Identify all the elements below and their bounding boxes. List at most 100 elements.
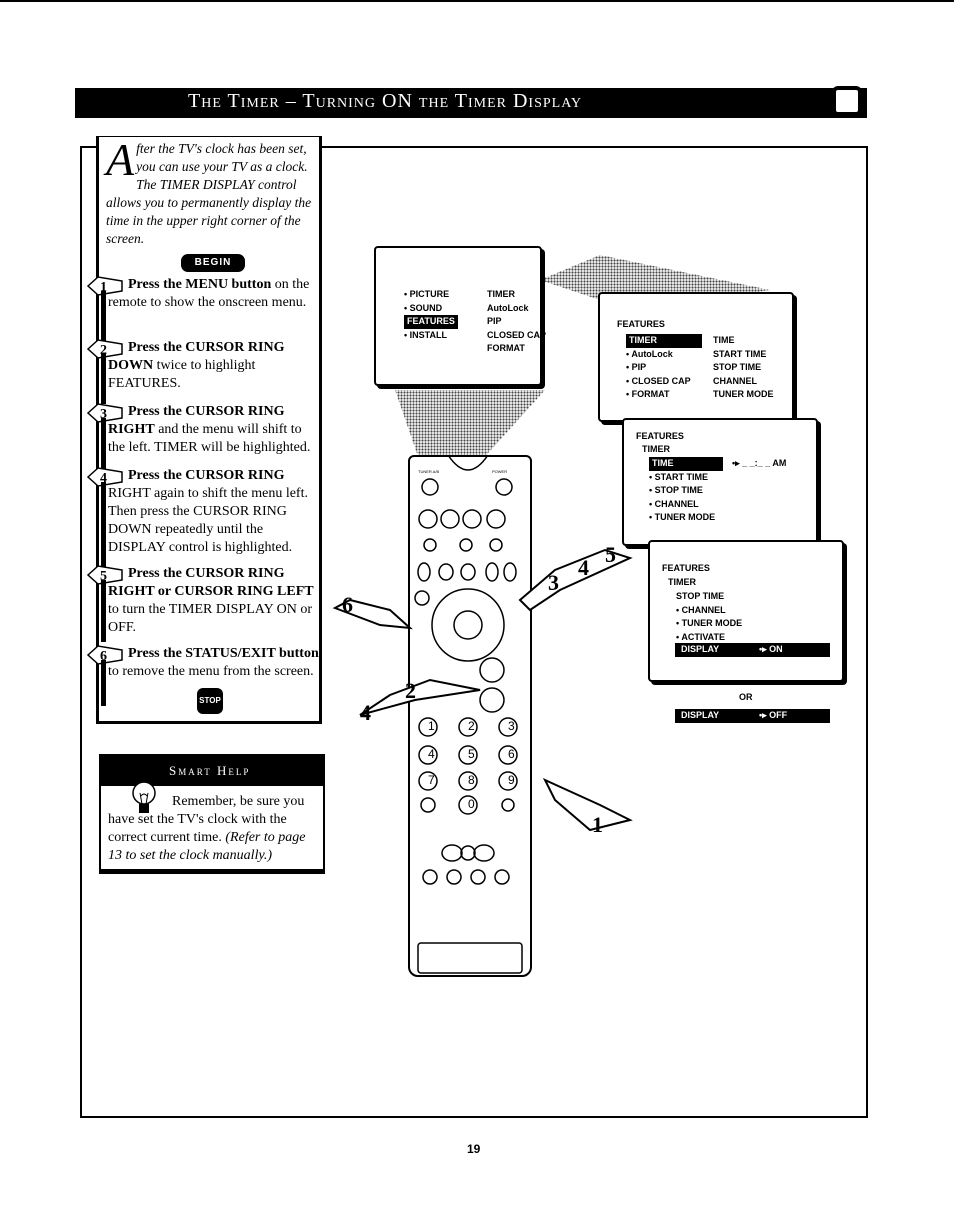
menu2-item-autolock: • AutoLock [626, 348, 673, 359]
menu4-item-activate: • ACTIVATE [676, 631, 725, 642]
onscreen-menu-main [374, 246, 542, 386]
key-7[interactable]: 7 [428, 773, 435, 787]
key-5[interactable]: 5 [468, 747, 475, 761]
menu3-item-stop-time: • STOP TIME [649, 485, 703, 495]
step-3-number-icon: 3 [86, 402, 124, 424]
menu2-item-format: • FORMAT [626, 389, 670, 399]
key-9[interactable]: 9 [508, 773, 515, 787]
smart-help-body: Remember, be sure you have set the TV's … [108, 794, 305, 845]
key-1[interactable]: 1 [428, 719, 435, 733]
step-1-rest: on the remote to show the onscreen menu. [108, 277, 310, 310]
onscreen-menu-timer [622, 418, 818, 546]
tv-icon [832, 86, 862, 116]
menu4-item-channel: • CHANNEL [676, 604, 726, 615]
step-1-text: Press the MENU button on the remote to s… [108, 276, 320, 312]
menu-item-sound: • SOUND [404, 302, 443, 313]
step-3-rest: and the menu will shift to the left. TIM… [108, 422, 311, 455]
svg-text:5: 5 [100, 569, 107, 584]
content-frame [80, 146, 868, 1118]
menu2-item-closed-cap: • CLOSED CAP [626, 375, 691, 386]
menu4-items: STOP TIME • CHANNEL • TUNER MODE • ACTIV… [676, 590, 742, 644]
submenu-item-timer: TIMER [487, 289, 515, 299]
step-6-number-icon: 6 [86, 644, 124, 666]
step-5-rest: to turn the TIMER DISPLAY ON or OFF. [108, 602, 313, 635]
menu2-sub-tuner-mode: TUNER MODE [713, 389, 774, 399]
step-6-lead: Press the STATUS/EXIT button [128, 646, 319, 661]
svg-text:2: 2 [405, 678, 416, 703]
step-3-bar [101, 418, 106, 470]
key-6[interactable]: 6 [508, 747, 515, 761]
step-5-lead: Press the CURSOR RING RIGHT or CURSOR RI… [108, 566, 314, 599]
submenu-item-format: FORMAT [487, 343, 525, 353]
svg-text:4: 4 [360, 700, 371, 725]
svg-text:1: 1 [100, 280, 107, 295]
submenu-item-autolock: AutoLock [487, 302, 529, 313]
remote-buttons [414, 455, 523, 974]
menu2-header: FEATURES [617, 319, 665, 329]
step-1-lead: Press the MENU button [128, 277, 272, 292]
intro-dropcap: A [106, 134, 135, 185]
menu2-sub-time: TIME [713, 335, 735, 345]
step-5-number-icon: 5 [86, 564, 124, 586]
menu4-item-stop-time: STOP TIME [676, 591, 725, 601]
menu2-sub-channel: CHANNEL [713, 375, 757, 386]
menu-item-features-highlighted: FEATURES [404, 315, 458, 329]
step-2-number-icon: 2 [86, 338, 124, 360]
smart-help-text: Remember, be sure you have set the TV's … [108, 793, 320, 865]
menu3-item-time-highlighted: TIME [649, 457, 723, 471]
lightbulb-icon [132, 781, 156, 813]
menu2-item-pip: • PIP [626, 362, 647, 372]
menu3-sub: TIMER [642, 444, 670, 454]
menu2-sub-stop-time: STOP TIME [713, 362, 762, 372]
or-label: OR [739, 692, 753, 702]
key-0[interactable]: 0 [468, 797, 475, 811]
step-4-rest: RIGHT again to shift the menu left. Then… [108, 486, 308, 555]
remote-label-power: POWER [492, 469, 508, 474]
step-4-lead: Press the CURSOR RING [128, 468, 285, 483]
svg-text:4: 4 [578, 555, 589, 580]
key-3[interactable]: 3 [508, 719, 515, 733]
display-on-value: ON [769, 644, 783, 654]
menu3-items: TIME • START TIME • STOP TIME • CHANNEL … [649, 457, 723, 525]
svg-text:3: 3 [100, 407, 107, 422]
smart-help-reference: (Refer to page 13 to set the clock manua… [108, 830, 306, 863]
display-on-label: DISPLAY [681, 644, 720, 654]
menu2-sub-start-time: START TIME [713, 348, 767, 359]
display-off-bar: DISPLAY •▸ OFF [675, 709, 830, 723]
menu-item-install: • INSTALL [404, 329, 447, 340]
svg-text:6: 6 [342, 592, 353, 617]
display-off-label: DISPLAY [681, 710, 720, 720]
onscreen-menu-features [598, 292, 794, 422]
submenu-item-closed-cap: CLOSED CAP [487, 329, 547, 340]
step-5-text: Press the CURSOR RING RIGHT or CURSOR RI… [108, 565, 320, 637]
display-off-value: OFF [769, 710, 788, 720]
remote-label-tuner: TUNER A/B [418, 469, 440, 474]
step-6-text: Press the STATUS/EXIT button to remove t… [108, 645, 320, 681]
top-rule [0, 0, 954, 2]
submenu-item-pip: PIP [487, 316, 502, 326]
svg-text:1: 1 [592, 812, 603, 837]
svg-text:4: 4 [100, 471, 107, 486]
title-bar [75, 88, 867, 118]
step-6-bar [101, 660, 106, 706]
svg-text:6: 6 [100, 649, 107, 664]
menu3-item-start-time: • START TIME [649, 471, 708, 482]
remote-control [408, 455, 532, 977]
svg-text:3: 3 [548, 570, 559, 595]
step-1-bar [101, 291, 106, 345]
step-1-number-icon: 1 [86, 275, 124, 297]
key-2[interactable]: 2 [468, 719, 475, 733]
menu1-right-column: TIMER AutoLock PIP CLOSED CAP FORMAT [487, 288, 546, 356]
page-title: The Timer – Turning ON the Timer Display [188, 90, 583, 112]
menu4-sub: TIMER [668, 577, 696, 587]
menu2-item-timer-highlighted: TIMER [626, 334, 702, 348]
onscreen-menu-display [648, 540, 844, 682]
step-2-bar [101, 354, 106, 404]
key-4[interactable]: 4 [428, 747, 435, 761]
step-2-lead: Press the CURSOR RING DOWN [108, 340, 285, 373]
instructions-panel [96, 136, 322, 724]
menu4-header: FEATURES [662, 563, 710, 573]
key-8[interactable]: 8 [468, 773, 475, 787]
menu4-item-tuner-mode: • TUNER MODE [676, 618, 743, 628]
